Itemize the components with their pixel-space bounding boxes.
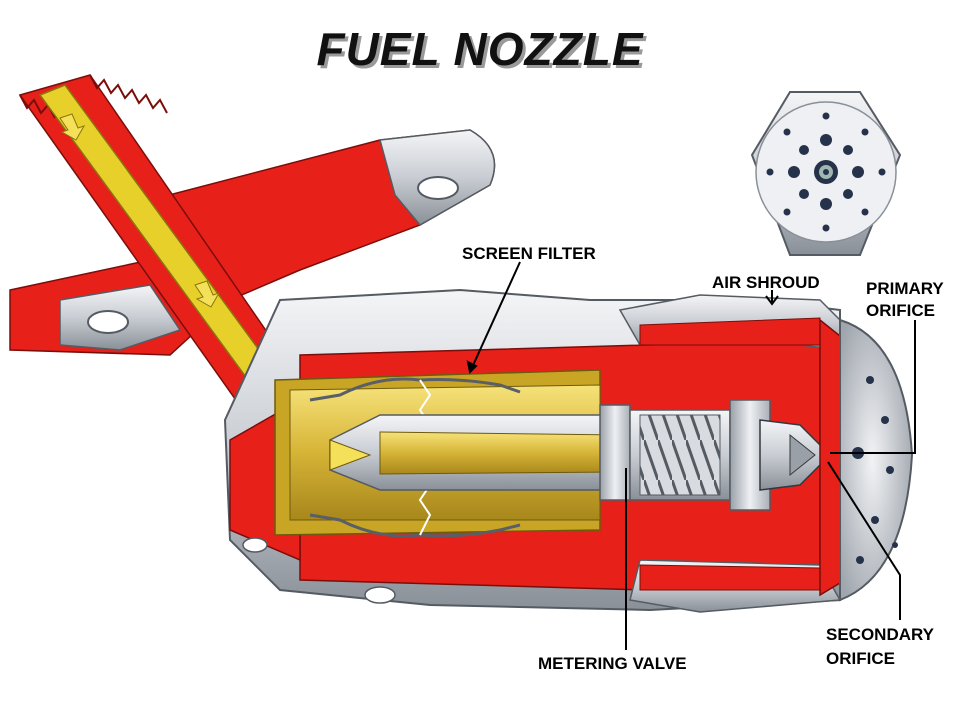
fuel-inlet-fitting: [18, 74, 302, 422]
label-air-shroud: AIR SHROUD: [712, 273, 820, 292]
label-metering-valve: METERING VALVE: [538, 654, 687, 673]
air-shroud-part: [618, 294, 846, 613]
label-primary-orifice-line1: PRIMARY: [866, 279, 944, 298]
diagram-title: FUEL NOZZLE: [316, 23, 644, 75]
leader-secondary-orifice: [827, 461, 901, 620]
label-primary-orifice-line2: ORIFICE: [866, 301, 935, 320]
label-secondary-orifice-line1: SECONDARY: [826, 625, 934, 644]
nozzle-face: [839, 318, 914, 602]
arrow-screen-filter: [466, 360, 478, 375]
label-secondary-orifice-line2: ORIFICE: [826, 649, 895, 668]
end-view-inset: [750, 91, 902, 256]
leader-primary-orifice: [830, 320, 916, 454]
arrow-air-shroud: [765, 295, 779, 306]
leader-screen-filter: [469, 261, 521, 373]
valve-spool: [329, 404, 631, 501]
leader-lines: [466, 261, 916, 650]
spray-tip: [759, 419, 832, 491]
metering-valve-spring: [629, 399, 771, 511]
label-screen-filter: SCREEN FILTER: [462, 244, 596, 263]
mounting-flange: [9, 129, 496, 356]
